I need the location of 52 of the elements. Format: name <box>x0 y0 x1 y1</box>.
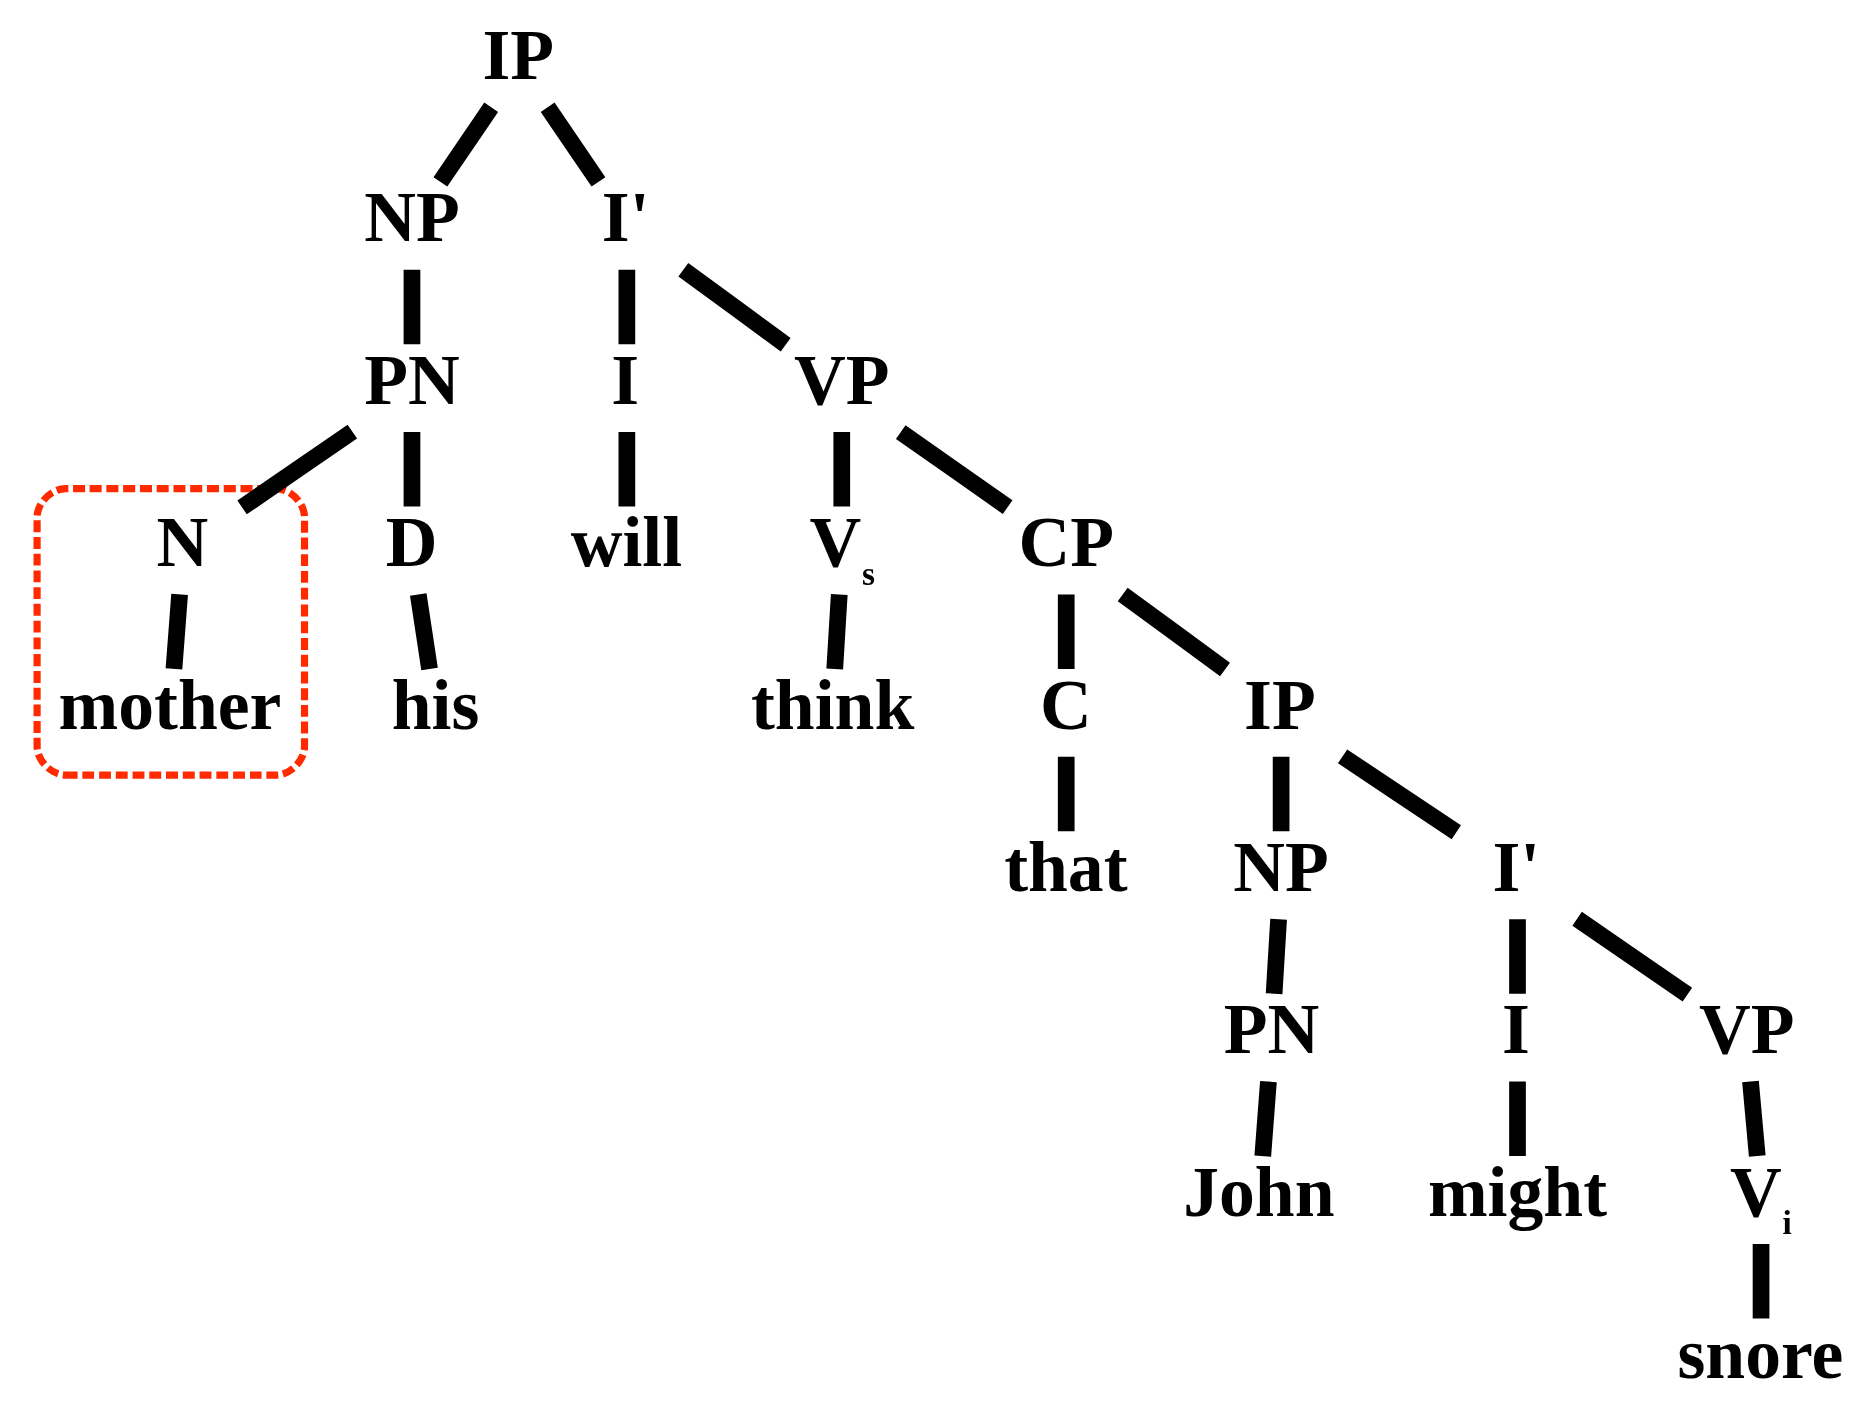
connector <box>540 102 606 187</box>
node-text: C <box>1039 664 1092 744</box>
connector <box>403 431 421 507</box>
node-text: I' <box>601 176 650 256</box>
connector <box>1572 911 1693 1001</box>
node-text: NP <box>1233 826 1329 906</box>
connector <box>237 424 358 514</box>
connector <box>1337 748 1461 839</box>
connector <box>410 592 438 670</box>
connector <box>1265 918 1287 994</box>
node-text: I <box>1501 988 1530 1068</box>
node-text: mother <box>58 664 282 744</box>
connector <box>1057 756 1075 831</box>
node-text: will <box>570 501 683 581</box>
node-text: IP <box>482 14 555 94</box>
connector <box>1742 1080 1766 1157</box>
node-text: might <box>1427 1151 1608 1231</box>
connector <box>1509 1081 1526 1156</box>
connector <box>1254 1080 1277 1157</box>
connector <box>403 269 421 344</box>
connector <box>618 431 636 507</box>
node-text: VP <box>1698 988 1795 1068</box>
connector <box>678 262 791 351</box>
node-text: I' <box>1492 826 1541 906</box>
node-text: N <box>156 501 209 581</box>
node-text: D <box>385 501 438 581</box>
node-text: his <box>391 664 480 744</box>
node-text: John <box>1183 1151 1335 1231</box>
node-text: think <box>751 664 915 744</box>
node-text: I <box>611 339 640 419</box>
connector <box>1272 756 1290 831</box>
node-text: snore <box>1677 1313 1844 1393</box>
connector <box>1752 1243 1770 1318</box>
connector <box>1057 593 1075 669</box>
cluster <box>33 484 309 779</box>
connector <box>165 593 188 670</box>
connector <box>895 424 1013 514</box>
connector <box>826 593 848 669</box>
node-text: V$_{s}$ <box>809 501 876 592</box>
node-text: V$_{i}$ <box>1730 1151 1792 1241</box>
connector <box>433 102 499 187</box>
node-text: CP <box>1018 501 1114 581</box>
node-text: IP <box>1244 664 1316 744</box>
node-text: PN <box>1223 988 1320 1068</box>
node-text: VP <box>794 339 890 419</box>
connector <box>833 431 851 507</box>
node-text: PN <box>364 339 460 419</box>
node-text: that <box>1004 826 1128 906</box>
connector <box>618 269 636 344</box>
connector <box>1117 587 1230 676</box>
connector <box>1509 918 1526 994</box>
node-text: NP <box>364 176 460 256</box>
